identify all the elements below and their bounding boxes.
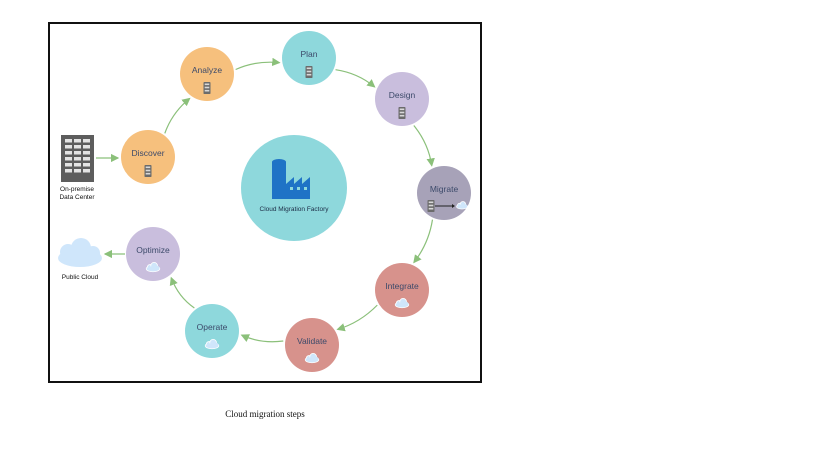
step-label: Design	[389, 90, 416, 100]
cloud-icon	[394, 297, 410, 309]
step-circle	[375, 263, 429, 317]
flow-arrow	[413, 125, 435, 167]
flow-arrow	[235, 57, 281, 71]
step-discover: Discover	[121, 130, 175, 184]
factory-icon	[272, 159, 310, 199]
step-label: Operate	[197, 322, 228, 332]
step-label: Migrate	[430, 184, 459, 194]
step-circle	[285, 318, 339, 372]
step-integrate: Integrate	[375, 263, 429, 317]
step-label: Plan	[300, 49, 317, 59]
flow-arrow	[164, 97, 191, 134]
step-design: Design	[375, 72, 429, 126]
flow-arrow	[336, 304, 378, 332]
step-circle	[180, 47, 234, 101]
server-icon	[144, 165, 152, 177]
public-cloud-icon	[58, 238, 102, 267]
cloud-icon	[304, 352, 320, 364]
step-circle	[126, 227, 180, 281]
public-cloud-label: Public Cloud	[62, 274, 99, 281]
step-optimize: Optimize	[126, 227, 180, 281]
on-premise-label: On-premise	[60, 186, 94, 193]
step-label: Discover	[131, 148, 164, 158]
cloud-icon	[145, 261, 161, 273]
center-label: Cloud Migration Factory	[260, 206, 330, 213]
step-circle	[282, 31, 336, 85]
public-cloud: Public Cloud	[58, 238, 102, 281]
flow-arrow	[413, 219, 434, 264]
step-label: Optimize	[136, 245, 170, 255]
server-to-cloud-icon	[427, 200, 468, 212]
flow-arrow	[240, 334, 284, 343]
step-label: Integrate	[385, 281, 419, 291]
server-icon	[398, 107, 406, 119]
cloud-icon	[204, 338, 220, 350]
flow-arrow	[335, 69, 376, 88]
step-plan: Plan	[282, 31, 336, 85]
step-label: Analyze	[192, 65, 223, 75]
server-icon	[305, 66, 313, 78]
step-circle	[185, 304, 239, 358]
flow-arrow	[169, 276, 195, 309]
data-center-label: Data Center	[59, 194, 95, 201]
step-circle	[121, 130, 175, 184]
step-label: Validate	[297, 336, 327, 346]
server-rack-icon	[61, 135, 94, 182]
figure-caption: Cloud migration steps	[225, 409, 305, 419]
cloud-icon	[456, 201, 468, 210]
cloud-migration-factory: Cloud Migration Factory	[241, 135, 347, 241]
step-circle	[375, 72, 429, 126]
step-validate: Validate	[285, 318, 339, 372]
step-analyze: Analyze	[180, 47, 234, 101]
server-icon	[427, 200, 435, 212]
step-migrate: Migrate	[417, 166, 471, 220]
step-operate: Operate	[185, 304, 239, 358]
server-icon	[203, 82, 211, 94]
